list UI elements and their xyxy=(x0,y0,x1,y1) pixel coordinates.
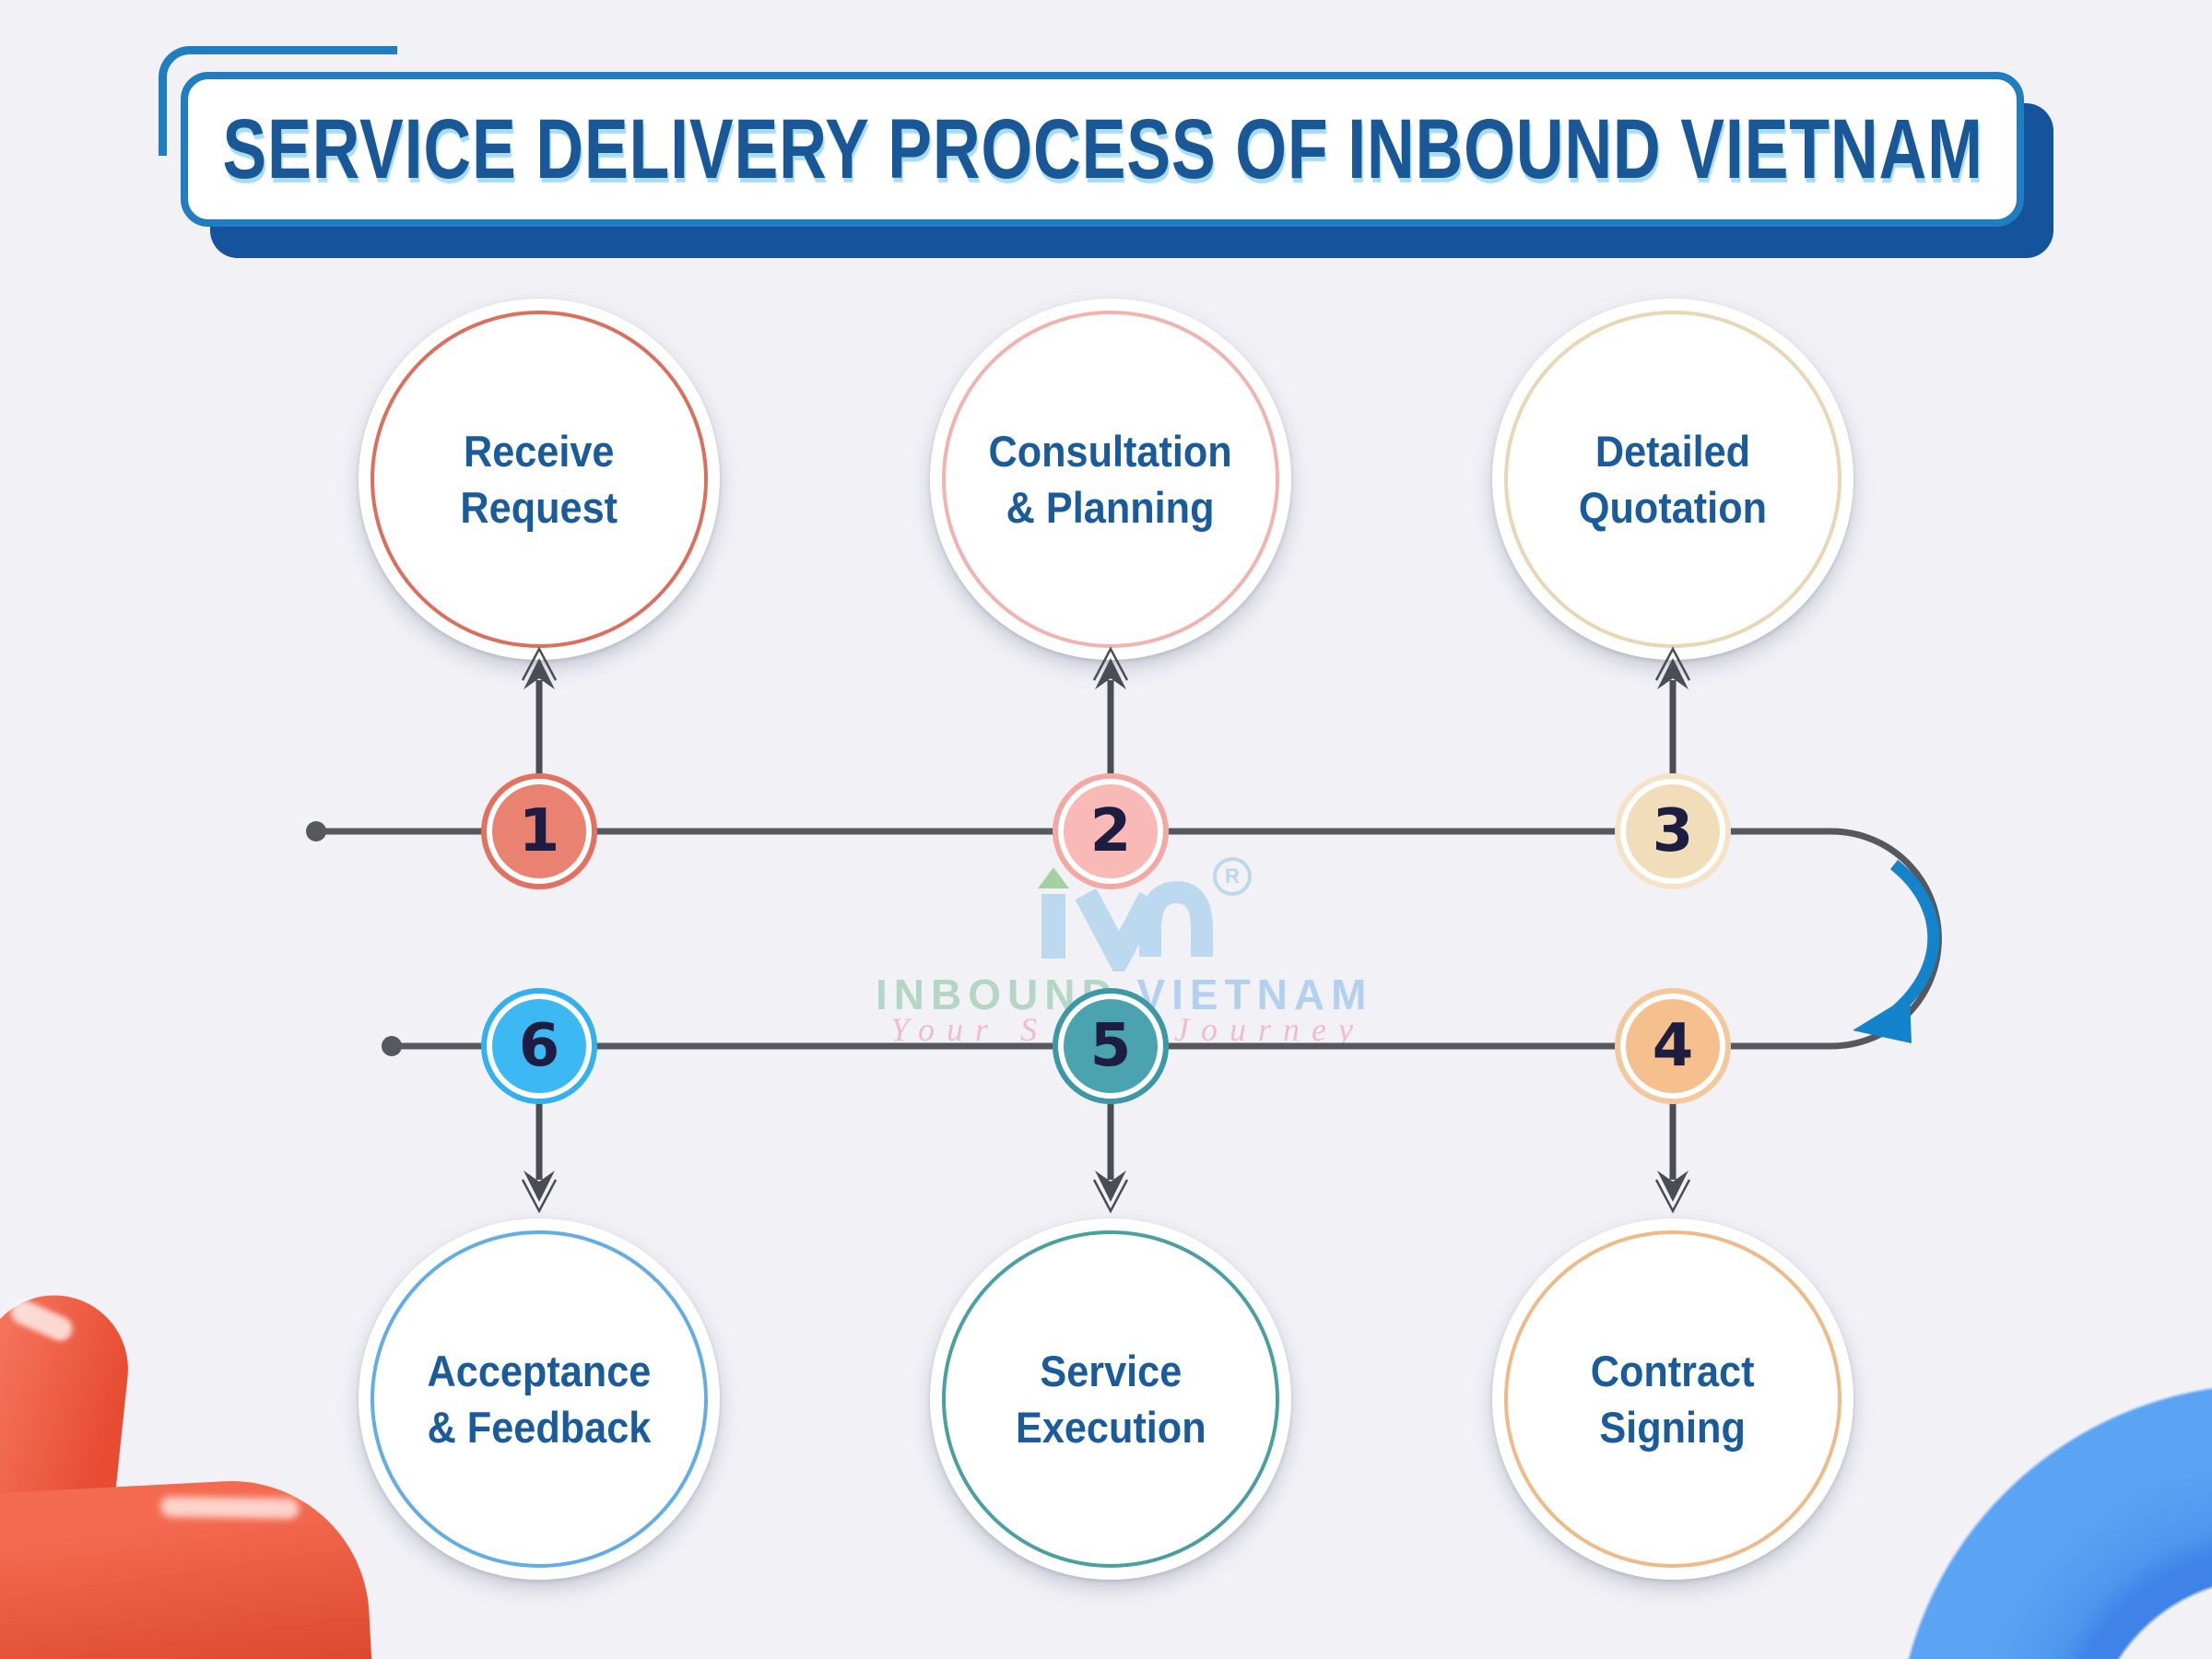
step-circle-receive-request: Receive Request xyxy=(359,299,720,660)
inbound-vietnam-logo-monogram xyxy=(1038,867,1213,971)
step-label: Service Execution xyxy=(1015,1346,1206,1452)
logo-tagline-left: Your S xyxy=(890,1011,1049,1048)
step-label: Contract Signing xyxy=(1591,1346,1755,1452)
step-number: 3 xyxy=(1652,797,1694,865)
step-badge-6: 6 xyxy=(481,988,597,1104)
step-label: Acceptance & Feedback xyxy=(427,1346,652,1452)
logo-wordmark-vietnam: VIETNAM xyxy=(1118,971,1373,1018)
step-number: 2 xyxy=(1089,797,1132,865)
registered-trademark-icon: R xyxy=(1213,857,1252,896)
step-number: 5 xyxy=(1089,1012,1132,1080)
step-circle-detailed-quotation: Detailed Quotation xyxy=(1492,299,1853,660)
step-badge-core: 5 xyxy=(1064,999,1158,1093)
step-number: 1 xyxy=(518,797,560,865)
step-badge-4: 4 xyxy=(1615,988,1731,1104)
step-badge-core: 4 xyxy=(1626,999,1720,1093)
step-circle-contract-signing: Contract Signing xyxy=(1492,1218,1853,1580)
banner-corner-bracket xyxy=(159,46,397,156)
page-title: SERVICE DELIVERY PROCESS OF INBOUND VIET… xyxy=(221,101,1983,196)
step-badge-5: 5 xyxy=(1053,988,1169,1104)
step-badge-core: 2 xyxy=(1064,784,1158,878)
step-badge-core: 3 xyxy=(1626,784,1720,878)
step-badge-core: 1 xyxy=(492,784,586,878)
step-label: Consultation & Planning xyxy=(988,426,1233,532)
logo-wordmark: INBOUND VIETNAM xyxy=(876,970,1366,1019)
step-badge-1: 1 xyxy=(481,773,597,889)
curve-direction-arrow xyxy=(1853,859,1940,1043)
step-badge-2: 2 xyxy=(1053,773,1169,889)
step-badge-3: 3 xyxy=(1615,773,1731,889)
step-circle-acceptance-feedback: Acceptance & Feedback xyxy=(359,1218,720,1580)
logo-tagline-right: Journey xyxy=(1174,1011,1365,1048)
step-circle-service-execution: Service Execution xyxy=(930,1218,1291,1580)
step-label: Receive Request xyxy=(460,426,618,532)
step-circle-consultation-planning: Consultation & Planning xyxy=(930,299,1291,660)
step-number: 4 xyxy=(1652,1012,1694,1080)
step-number: 6 xyxy=(518,1012,560,1080)
step-badge-core: 6 xyxy=(492,999,586,1093)
title-banner: SERVICE DELIVERY PROCESS OF INBOUND VIET… xyxy=(181,72,2024,227)
step-label: Detailed Quotation xyxy=(1578,426,1768,532)
